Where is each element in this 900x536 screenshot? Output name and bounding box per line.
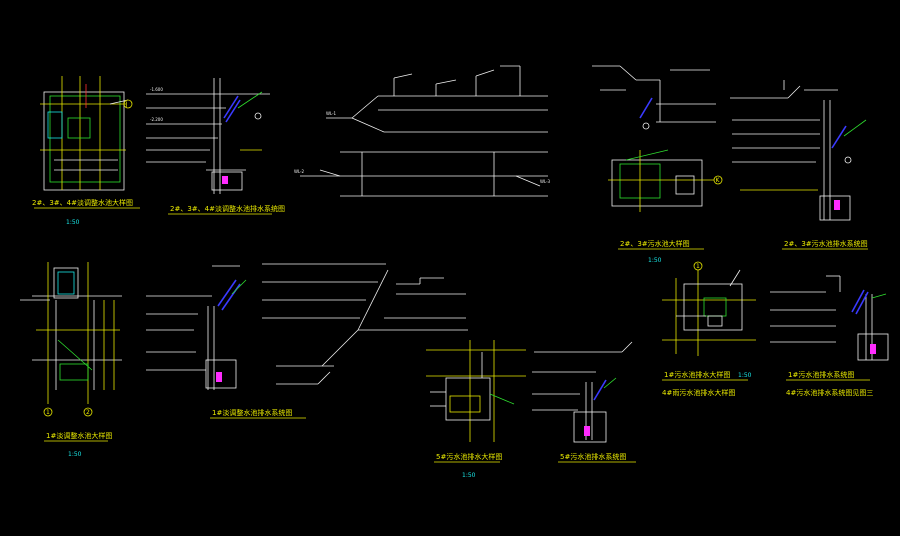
drawing-title-d12: 1#污水池排水系统图: [788, 370, 854, 379]
drawing-d1-tank-plan: J: [40, 76, 133, 191]
svg-text:WL-3: WL-3: [540, 179, 551, 184]
drawing-d2-drain-system: [146, 78, 270, 194]
svg-text:-1.600: -1.600: [150, 87, 163, 92]
drawing-d9-pit-plan: [426, 340, 526, 442]
drawing-d10-pit-system: [532, 341, 633, 443]
drawing-title-d6: 1#淡调整水池大样图: [46, 431, 112, 440]
drawing-scale-d9: 1:50: [462, 472, 476, 479]
drawing-d4-pit-plan: K: [592, 65, 723, 212]
drawing-title-d2: 2#、3#、4#淡调整水池排水系统图: [170, 204, 285, 213]
drawing-d5-pit-system: [730, 80, 867, 221]
drawing-subtitle-d11: 4#雨污水池排水大样图: [662, 388, 735, 397]
drawing-subtitle-d12: 4#污水池排水系统图见图三: [786, 388, 873, 397]
svg-text:WL-2: WL-2: [294, 169, 305, 174]
drawing-d11-pit-plan: 1: [662, 261, 756, 356]
drawing-scale-d1: 1:50: [66, 219, 80, 226]
drawing-title-d11: 1#污水池排水大样图: [664, 370, 730, 379]
drawing-title-d9: 5#污水池排水大样图: [436, 452, 502, 461]
drawing-d6-tank-plan: 1 2: [20, 262, 122, 417]
drawing-d12-pit-system: [770, 275, 889, 361]
drawing-title-d1: 2#、3#、4#淡调整水池大样图: [32, 198, 133, 207]
axis-mark-2: 2: [86, 409, 90, 416]
svg-text:-2.200: -2.200: [150, 117, 163, 122]
axis-mark-j: J: [125, 101, 128, 108]
axis-mark-1b: 1: [696, 263, 700, 270]
axis-mark-1: 1: [46, 409, 50, 416]
drawing-title-d10: 5#污水池排水系统图: [560, 452, 626, 461]
drawing-title-d4: 2#、3#污水池大样图: [620, 239, 690, 248]
drawing-d8-axonometric: [262, 263, 468, 385]
drawing-title-d7: 1#淡调整水池排水系统图: [212, 408, 292, 417]
drawing-d7-drain-system: [146, 265, 247, 390]
svg-text:WL-1: WL-1: [326, 111, 337, 116]
drawing-scale-d6: 1:50: [68, 451, 82, 458]
drawing-d3-axonometric: [300, 65, 548, 197]
drawing-scale-d4: 1:50: [648, 257, 662, 264]
drawing-scale-d11: 1:50: [738, 372, 752, 379]
drawing-title-d5: 2#、3#污水池排水系统图: [784, 239, 868, 248]
axis-mark-k: K: [716, 177, 721, 184]
